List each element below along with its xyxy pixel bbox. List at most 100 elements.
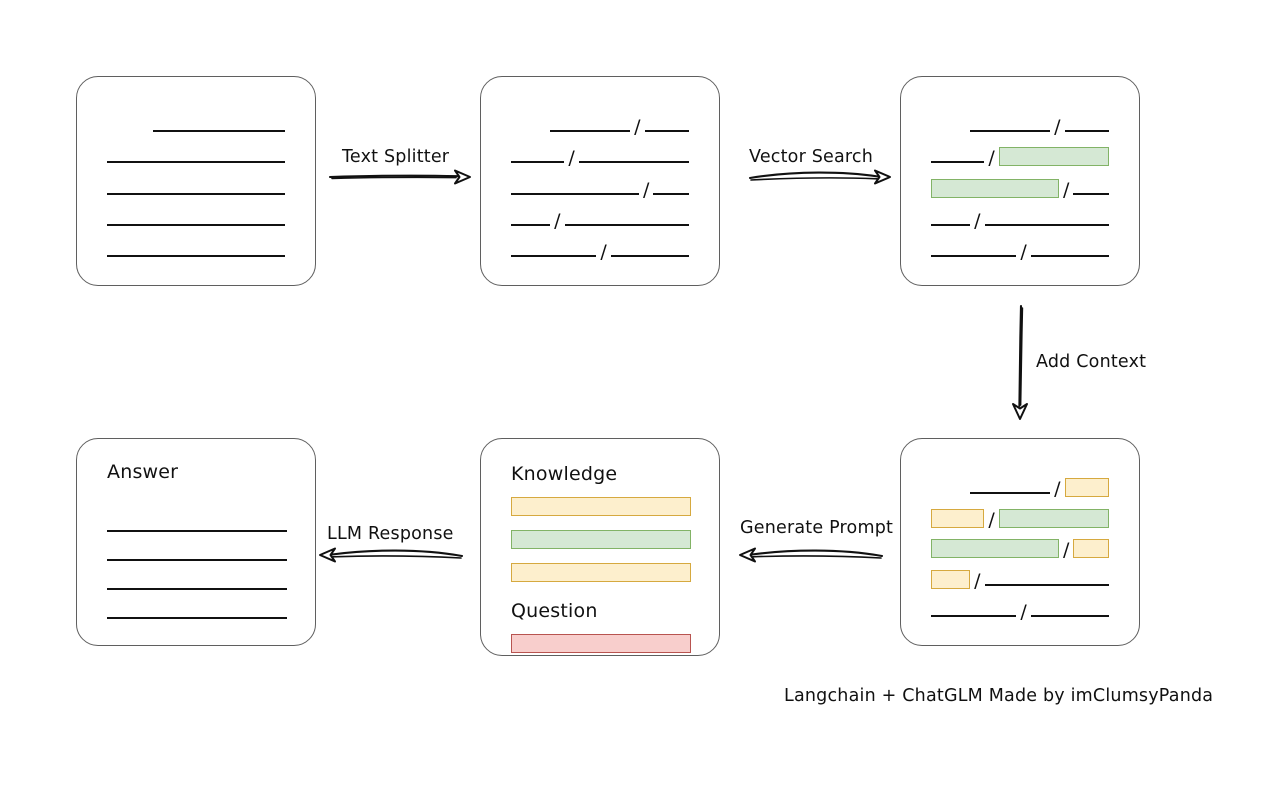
arrow-add-context <box>1012 304 1028 420</box>
chunk-separator: / <box>1054 116 1061 139</box>
answer-line-row <box>107 561 287 590</box>
footer-credit: Langchain + ChatGLM Made by imClumsyPand… <box>784 686 1214 706</box>
chunk-separator: / <box>974 209 981 232</box>
text-segment <box>984 584 1110 587</box>
document-line: / <box>931 496 1109 531</box>
split-document-lines: ///// <box>511 103 690 264</box>
knowledge-bars <box>511 497 691 582</box>
chunk-separator: / <box>634 116 641 139</box>
chunk-separator: / <box>600 241 607 264</box>
highlight-chip-green <box>931 539 1060 559</box>
answer-line <box>107 559 287 561</box>
document-line: / <box>511 165 689 199</box>
question-bars <box>511 634 691 653</box>
answer-lines <box>107 503 287 619</box>
arrow-text-splitter <box>328 169 471 185</box>
chunk-separator: / <box>568 147 575 170</box>
text-segment <box>564 223 690 226</box>
document-line <box>107 228 285 259</box>
answer-line-row <box>107 532 287 561</box>
source-document-card[interactable] <box>76 76 316 286</box>
question-bar-red <box>511 634 691 653</box>
split-document-card[interactable]: ///// <box>480 76 720 286</box>
arrow-llm-response <box>319 547 464 563</box>
answer-line <box>107 530 287 532</box>
text-segment <box>511 223 551 226</box>
chunk-separator: / <box>1063 539 1070 562</box>
context-document-lines: / / / / / <box>931 465 1110 623</box>
searched-document-card[interactable]: / / / / / <box>900 76 1140 286</box>
chunk-separator: / <box>1063 178 1070 201</box>
source-document-lines <box>107 103 285 259</box>
document-line <box>107 165 285 196</box>
answer-label: Answer <box>107 461 179 483</box>
text-segment <box>107 223 285 226</box>
edge-label-vector-search: Vector Search <box>749 147 874 167</box>
text-segment <box>1064 130 1110 133</box>
highlight-chip-green <box>998 147 1110 167</box>
chunk-separator: / <box>1020 241 1027 264</box>
question-label: Question <box>511 600 598 622</box>
text-segment <box>931 223 971 226</box>
text-segment <box>644 130 690 133</box>
knowledge-bar-yellow <box>511 497 691 516</box>
edge-label-llm-response: LLM Response <box>327 524 454 544</box>
arrow-vector-search <box>748 169 891 185</box>
edge-label-generate-prompt: Generate Prompt <box>740 518 894 538</box>
answer-card[interactable]: Answer <box>76 438 316 646</box>
document-line: / <box>931 228 1109 264</box>
answer-line <box>107 617 287 619</box>
arrow-generate-prompt <box>739 547 884 563</box>
chunk-separator: / <box>988 147 995 170</box>
chunk-separator: / <box>643 178 650 201</box>
document-line: / <box>931 465 1110 500</box>
text-segment <box>970 130 1051 133</box>
document-line: / <box>931 103 1110 139</box>
document-line: / <box>931 134 1110 170</box>
text-segment <box>107 255 285 258</box>
text-segment <box>153 130 285 133</box>
document-line: / <box>931 165 1109 199</box>
document-line <box>107 134 285 165</box>
text-segment <box>931 161 985 164</box>
text-segment <box>1030 255 1109 258</box>
knowledge-label: Knowledge <box>511 463 618 485</box>
highlight-chip-green <box>998 508 1109 528</box>
text-segment <box>550 130 631 133</box>
highlight-chip-yellow <box>1073 539 1109 559</box>
searched-document-lines: / / / / / <box>931 103 1110 264</box>
document-line: / <box>931 588 1109 623</box>
knowledge-bar-yellow <box>511 563 691 582</box>
highlight-chip-yellow <box>931 570 971 590</box>
edge-label-add-context: Add Context <box>1036 352 1147 372</box>
text-segment <box>511 192 640 195</box>
document-line <box>107 197 285 228</box>
text-segment <box>610 255 689 258</box>
text-segment <box>107 192 285 195</box>
highlight-chip-yellow <box>931 508 985 528</box>
chunk-separator: / <box>974 570 981 593</box>
text-segment <box>107 161 285 164</box>
answer-line-row <box>107 590 287 619</box>
document-line: / <box>931 557 1110 593</box>
chunk-separator: / <box>1020 600 1027 623</box>
context-document-card[interactable]: / / / / / <box>900 438 1140 646</box>
knowledge-bar-green <box>511 530 691 549</box>
answer-line-row <box>107 503 287 532</box>
document-line: / <box>931 197 1110 232</box>
chunk-separator: / <box>988 508 995 531</box>
text-segment <box>578 161 690 164</box>
document-line <box>107 103 285 134</box>
document-line: / <box>511 228 689 264</box>
prompt-card[interactable]: Knowledge Question <box>480 438 720 656</box>
text-segment <box>653 192 689 195</box>
text-segment <box>970 491 1051 494</box>
text-segment <box>984 223 1110 226</box>
document-line: / <box>511 197 690 230</box>
answer-line <box>107 588 287 590</box>
document-line: / <box>511 103 690 139</box>
text-segment <box>1030 614 1109 617</box>
text-segment <box>511 161 565 164</box>
chunk-separator: / <box>1054 477 1061 500</box>
